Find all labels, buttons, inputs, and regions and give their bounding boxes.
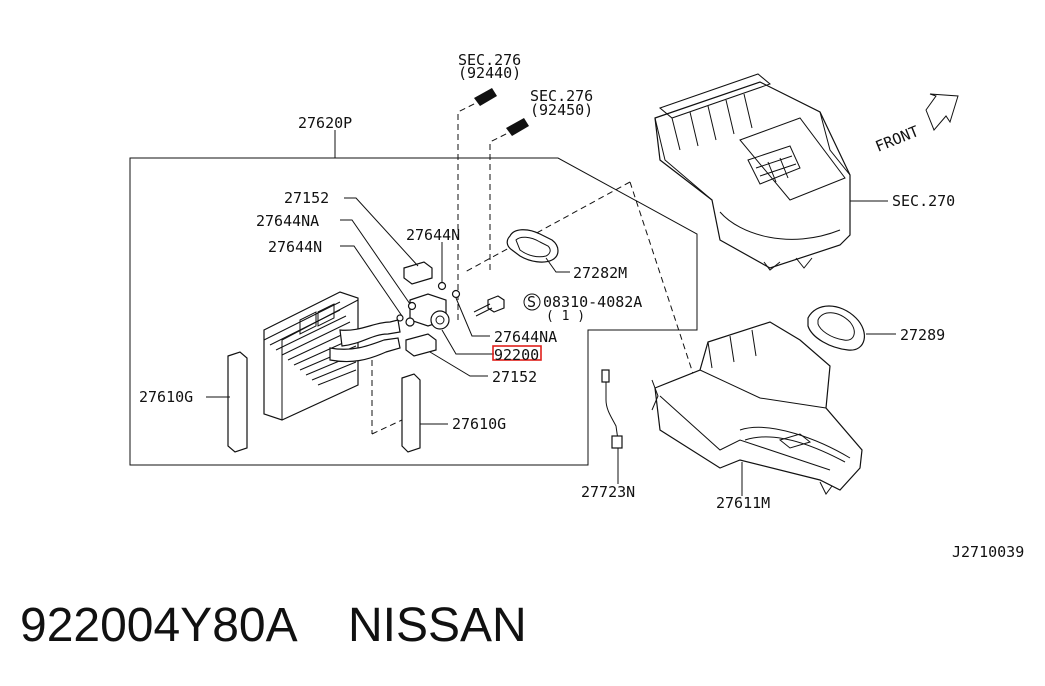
sec276-arrow-a — [457, 88, 497, 320]
label-92200: 92200 — [494, 346, 539, 364]
footer-brand: NISSAN — [348, 599, 527, 652]
bolt-symbol-circle — [523, 293, 541, 311]
label-bolt-qty: ( 1 ) — [546, 309, 585, 324]
label-27152-top: 27152 — [284, 189, 329, 207]
label-27644NA-left: 27644NA — [256, 212, 319, 230]
gasket-27282M — [506, 229, 559, 263]
label-27289: 27289 — [900, 326, 945, 344]
block-27152-bottom — [405, 333, 437, 357]
label-27644N-mid: 27644N — [406, 226, 460, 244]
label-sec276-a-sub: (92440) — [458, 64, 521, 82]
footer-part-number: 922004Y80A — [20, 599, 298, 652]
leader-27644NA-left — [340, 219, 411, 305]
label-27152-bottom: 27152 — [492, 368, 537, 386]
label-27620P: 27620P — [298, 114, 352, 132]
leader-27644NA-right — [455, 297, 490, 337]
lower-case-27611M — [651, 321, 863, 495]
label-sec276-a: SEC.276 — [458, 51, 521, 69]
leader-27152-bottom — [429, 351, 488, 377]
label-27644NA-right: 27644NA — [494, 328, 557, 346]
label-27610G-right: 27610G — [452, 415, 506, 433]
dash-seal-right — [371, 419, 403, 435]
evaporator-core — [263, 291, 401, 421]
label-front: FRONT — [873, 122, 922, 156]
label-27282M: 27282M — [573, 264, 627, 282]
label-sec270: SEC.270 — [892, 192, 955, 210]
label-sec276-b: SEC.276 — [530, 87, 593, 105]
label-bolt-symbol: S — [527, 293, 536, 311]
label-27610G-left: 27610G — [139, 388, 193, 406]
upper-case-sec270 — [654, 73, 851, 271]
highlight-box-92200 — [492, 345, 542, 361]
block-27152-top — [403, 261, 433, 285]
leader-92200 — [441, 329, 494, 355]
expansion-valve — [396, 281, 461, 330]
sec276-arrow-b — [489, 118, 529, 270]
front-arrow — [925, 93, 959, 131]
leader-27152-top — [344, 197, 419, 267]
label-sec276-b-sub: (92450) — [530, 101, 593, 119]
dash-link-gasket — [464, 181, 631, 273]
sensor-27723N — [601, 369, 623, 449]
seal-strip-left — [227, 351, 248, 453]
label-27644N-left: 27644N — [268, 238, 322, 256]
bolt — [473, 295, 505, 317]
leader-27644N-left — [340, 245, 403, 317]
label-bolt-code: 08310-4082A — [543, 293, 642, 311]
label-27611M: 27611M — [716, 494, 770, 512]
assembly-frame — [129, 157, 698, 466]
seal-strip-right — [401, 373, 421, 453]
seal-ring-27289 — [807, 305, 865, 351]
leader-27282M — [545, 257, 570, 273]
dash-link-lower — [629, 181, 706, 411]
label-diagram-code: J2710039 — [952, 543, 1024, 561]
label-27723N: 27723N — [581, 483, 635, 501]
